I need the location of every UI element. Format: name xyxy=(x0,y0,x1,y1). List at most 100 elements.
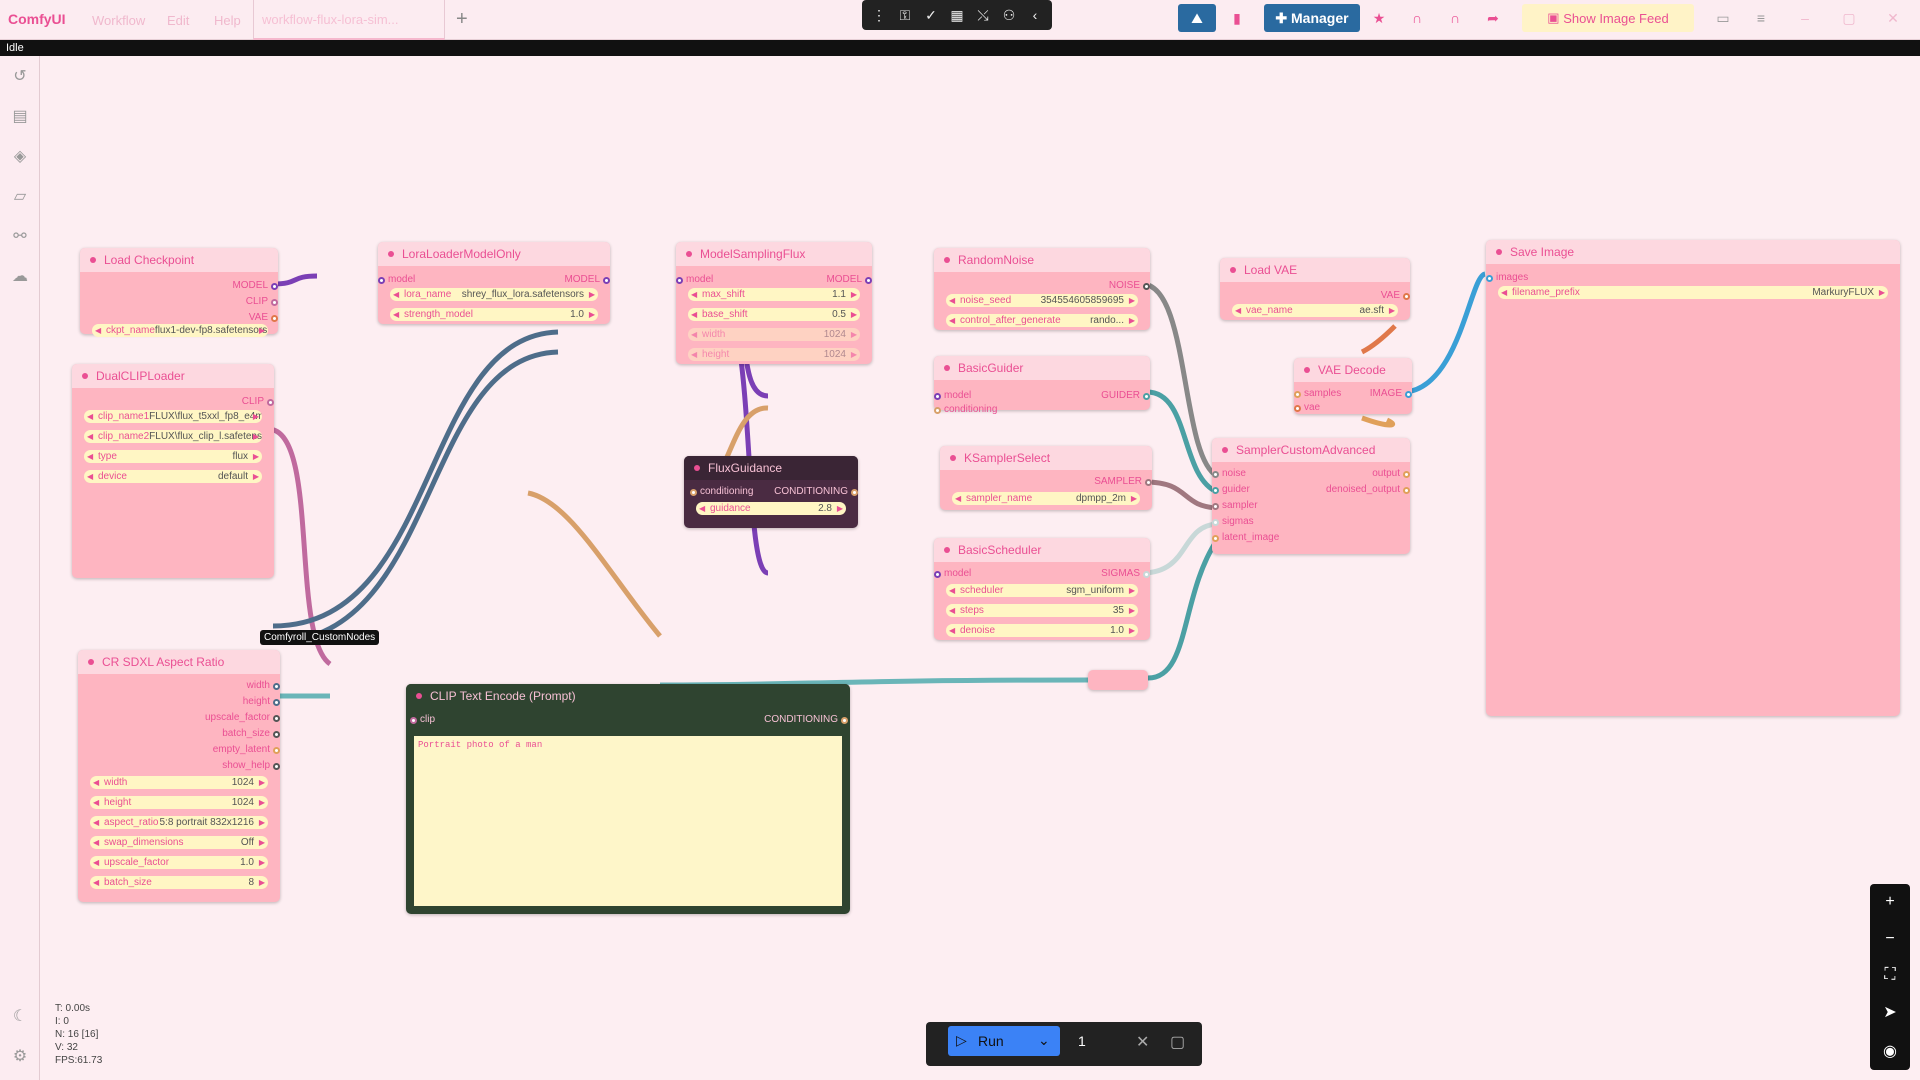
zoom-in-icon[interactable]: + xyxy=(1885,893,1895,911)
star-icon[interactable]: ★ xyxy=(1372,9,1386,26)
output-empty-latent[interactable]: empty_latent xyxy=(213,744,280,755)
show-image-feed-button[interactable]: ▣ Show Image Feed xyxy=(1522,4,1694,32)
bridge-icon[interactable]: ∩ xyxy=(1411,10,1423,26)
key-icon[interactable]: ⚿ xyxy=(899,6,911,23)
node-dual-clip-loader[interactable]: DualCLIPLoader CLIP clip_name1FLUX\flux_… xyxy=(72,364,274,578)
node-library-icon[interactable]: ⚯ xyxy=(13,228,27,245)
input-sigmas[interactable]: sigmas xyxy=(1212,516,1254,527)
check-icon[interactable]: ✓ xyxy=(925,6,937,23)
output-model[interactable]: MODEL xyxy=(232,280,278,291)
input-conditioning[interactable]: conditioning xyxy=(934,404,997,415)
output-guider[interactable]: GUIDER xyxy=(1101,390,1150,401)
batch-count-input[interactable]: 1 xyxy=(1078,1033,1086,1049)
input-sampler[interactable]: sampler xyxy=(1212,500,1258,511)
output-vae[interactable]: VAE xyxy=(1381,290,1410,301)
output-show-help[interactable]: show_help xyxy=(222,760,280,771)
output-upscale-factor[interactable]: upscale_factor xyxy=(205,712,280,723)
node-basic-scheduler[interactable]: BasicScheduler model SIGMAS schedulersgm… xyxy=(934,538,1150,640)
node-title[interactable]: CLIP Text Encode (Prompt) xyxy=(406,684,850,708)
output-conditioning[interactable]: CONDITIONING xyxy=(764,714,848,725)
node-title[interactable]: Save Image xyxy=(1486,240,1900,264)
prompt-textarea[interactable]: Portrait photo of a man xyxy=(414,736,842,906)
chevron-down-icon[interactable]: ⌄ xyxy=(1038,1032,1050,1048)
menu-help[interactable]: Help xyxy=(214,13,241,28)
node-lora-loader[interactable]: LoraLoaderModelOnly model MODEL lora_nam… xyxy=(378,242,610,324)
theme-toggle-icon[interactable]: ☾ xyxy=(12,1008,28,1025)
cancel-icon[interactable]: ✕ xyxy=(1136,1034,1150,1051)
node-title[interactable]: VAE Decode xyxy=(1294,358,1412,382)
node-title[interactable]: BasicScheduler xyxy=(934,538,1150,562)
clip-name1-widget[interactable]: clip_name1FLUX\flux_t5xxl_fp8_e4m3fn.... xyxy=(84,410,262,423)
model-library-icon[interactable]: ◈ xyxy=(13,148,27,165)
manager-button[interactable]: ✚ Manager xyxy=(1264,4,1360,32)
node-clip-text-encode[interactable]: CLIP Text Encode (Prompt) clip CONDITION… xyxy=(406,684,850,914)
cloud-icon[interactable]: ☁ xyxy=(12,268,28,285)
input-clip[interactable]: clip xyxy=(410,714,435,725)
layout-icon[interactable]: ▦ xyxy=(950,6,964,23)
node-save-image[interactable]: Save Image images filename_prefixMarkury… xyxy=(1486,240,1900,716)
stop-icon[interactable]: ▢ xyxy=(1170,1034,1186,1051)
menu-workflow[interactable]: Workflow xyxy=(92,13,146,28)
output-conditioning[interactable]: CONDITIONING xyxy=(774,486,858,497)
node-title[interactable]: FluxGuidance xyxy=(684,456,858,480)
node-title[interactable]: Load Checkpoint xyxy=(80,248,278,272)
output-model[interactable]: MODEL xyxy=(826,274,872,285)
maximize-icon[interactable]: ▢ xyxy=(1842,9,1856,26)
workflow-tab[interactable]: workflow-flux-lora-sim... xyxy=(253,0,445,40)
node-flux-guidance[interactable]: FluxGuidance conditioning CONDITIONING g… xyxy=(684,456,858,528)
output-noise[interactable]: NOISE xyxy=(1109,280,1150,291)
workflows-icon[interactable]: ▱ xyxy=(13,188,27,205)
settings-icon[interactable]: ⚙ xyxy=(12,1048,28,1065)
input-model[interactable]: model xyxy=(934,390,971,401)
output-image[interactable]: IMAGE xyxy=(1370,388,1412,399)
menu-edit[interactable]: Edit xyxy=(167,13,190,28)
node-vae-decode[interactable]: VAE Decode samples vae IMAGE xyxy=(1294,358,1412,414)
input-model[interactable]: model xyxy=(378,274,415,285)
node-title[interactable]: RandomNoise xyxy=(934,248,1150,272)
bridge-alt-icon[interactable]: ∩ xyxy=(1449,10,1461,26)
eye-icon[interactable]: ◉ xyxy=(1883,1042,1897,1060)
zoom-out-icon[interactable]: − xyxy=(1885,929,1895,947)
node-basic-guider[interactable]: BasicGuider model conditioning GUIDER xyxy=(934,356,1150,415)
queue-icon[interactable]: ▤ xyxy=(12,108,28,125)
output-output[interactable]: output xyxy=(1372,468,1410,479)
input-images[interactable]: images xyxy=(1486,272,1528,283)
minimize-icon[interactable]: – xyxy=(1801,10,1809,26)
control-after-generate-widget[interactable]: control_after_generaterando... xyxy=(946,314,1138,327)
share-icon[interactable]: ➦ xyxy=(1487,9,1499,26)
collapse-icon[interactable]: ‹ xyxy=(1032,7,1038,23)
input-vae[interactable]: vae xyxy=(1294,402,1320,413)
input-model[interactable]: model xyxy=(934,568,971,579)
node-random-noise[interactable]: RandomNoise NOISE noise_seed354554605859… xyxy=(934,248,1150,330)
reroute-node[interactable] xyxy=(1088,670,1148,690)
close-icon[interactable]: ✕ xyxy=(1887,9,1899,26)
node-ksampler-select[interactable]: KSamplerSelect SAMPLER sampler_namedpmpp… xyxy=(940,446,1152,510)
input-samples[interactable]: samples xyxy=(1294,388,1341,399)
output-sampler[interactable]: SAMPLER xyxy=(1094,476,1152,487)
bookmark-icon[interactable]: ▮ xyxy=(1233,9,1241,26)
input-latent-image[interactable]: latent_image xyxy=(1212,532,1279,543)
node-title[interactable]: ModelSamplingFlux xyxy=(676,242,872,266)
app-logo[interactable]: ComfyUI xyxy=(8,11,66,27)
node-sampler-custom-advanced[interactable]: SamplerCustomAdvanced noise guider sampl… xyxy=(1212,438,1410,554)
output-model[interactable]: MODEL xyxy=(564,274,610,285)
input-noise[interactable]: noise xyxy=(1212,468,1246,479)
node-title[interactable]: LoraLoaderModelOnly xyxy=(378,242,610,266)
output-height[interactable]: height xyxy=(243,696,280,707)
node-title[interactable]: CR SDXL Aspect Ratio xyxy=(78,650,280,674)
